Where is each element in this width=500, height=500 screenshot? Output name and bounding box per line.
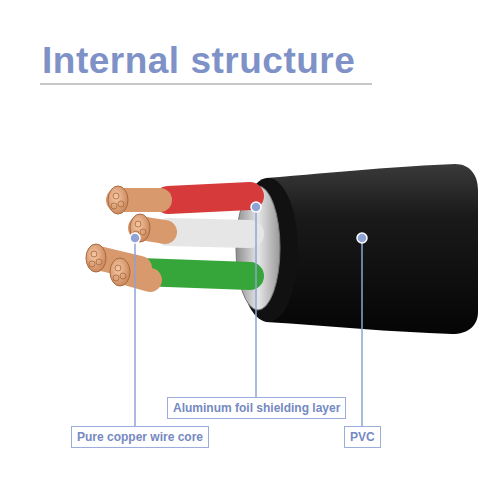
white-wire	[168, 232, 250, 234]
label-box: Pure copper wire core	[71, 426, 209, 448]
copper-strands	[89, 193, 146, 281]
red-wire	[168, 196, 250, 200]
title-underline	[40, 83, 372, 85]
leader-lines	[135, 207, 362, 426]
copper-core-end	[130, 214, 150, 242]
white-wire-shade	[168, 232, 250, 234]
copper-core-end	[86, 244, 106, 272]
label-box: PVC	[344, 426, 381, 448]
label-text: PVC	[350, 429, 375, 445]
copper-core-end	[108, 186, 128, 214]
callout-dots	[130, 202, 367, 243]
copper-core-end	[110, 258, 130, 286]
label-text: Aluminum foil shielding layer	[173, 400, 340, 416]
label-box: Aluminum foil shielding layer	[167, 397, 346, 419]
title: Internal structure	[42, 40, 355, 82]
label-text: Pure copper wire core	[77, 429, 203, 445]
